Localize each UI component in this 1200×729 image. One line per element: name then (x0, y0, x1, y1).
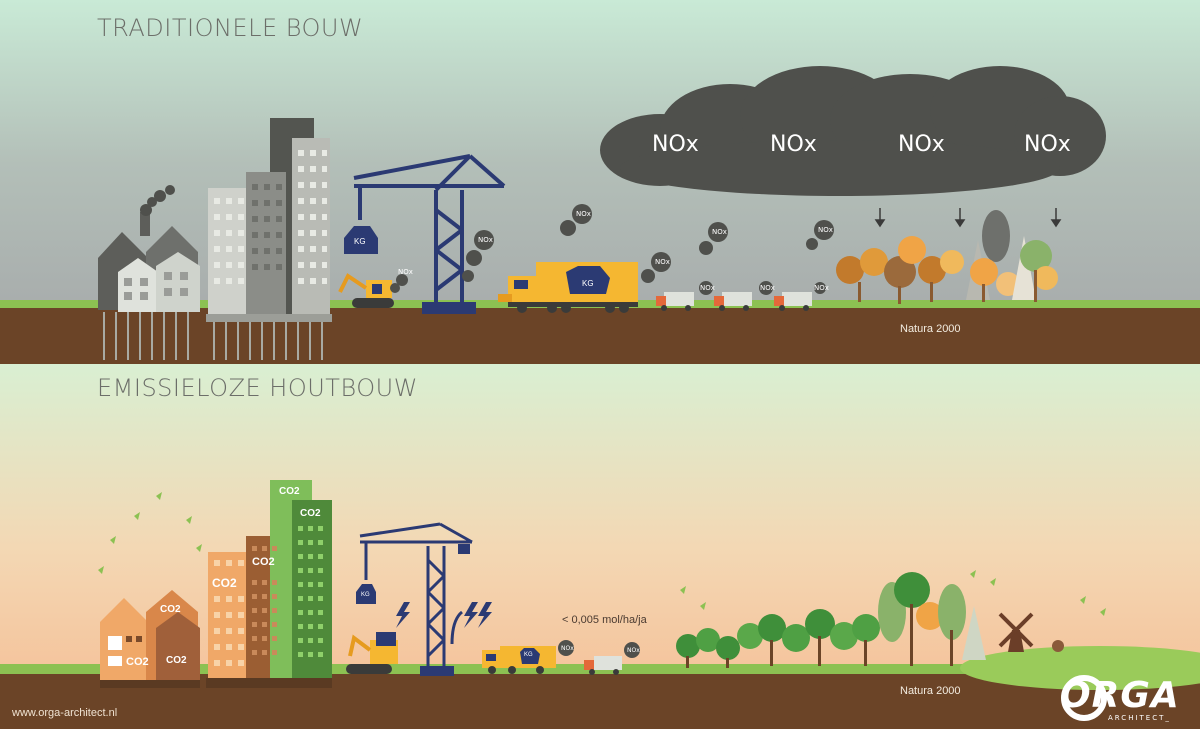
truck-bottom (482, 640, 574, 674)
nox-puff-label: NOx (700, 284, 715, 292)
weight-top (344, 226, 378, 254)
weight-bottom (356, 584, 376, 604)
foundation-piles (103, 312, 323, 360)
lightning-icons (396, 602, 492, 628)
cloud-nox-label: NOx (1024, 132, 1071, 157)
natura-label-bottom: Natura 2000 (900, 685, 961, 697)
crane-bottom-base (420, 666, 454, 676)
nox-puff-label: NOx (398, 268, 413, 276)
forest-top (836, 210, 1058, 304)
orga-logo-mark (1061, 675, 1107, 721)
emission-value-label: < 0,005 mol/ha/ja (562, 614, 647, 626)
co2-label: CO2 (126, 656, 149, 668)
nox-puff-label: NOx (712, 228, 727, 236)
nox-puff-label: NOx (478, 236, 493, 244)
truck-weight-label: KG (524, 652, 533, 658)
small-truck-bottom (584, 642, 640, 675)
website-link[interactable]: www.orga-architect.nl (12, 707, 118, 719)
top-soil (0, 308, 1200, 364)
natura-label-top: Natura 2000 (900, 323, 961, 335)
excavator-top (338, 273, 408, 308)
leaves (98, 492, 1106, 616)
nox-puff-label: NOx (818, 226, 833, 234)
co2-label: CO2 (300, 508, 321, 519)
orga-logo-subtitle: ARCHITECT_ (1108, 714, 1171, 722)
title-traditional: TRADITIONELE BOUW (97, 14, 364, 42)
crane-top (353, 154, 506, 306)
small-trucks-top (656, 281, 826, 311)
nox-puff-label: NOx (760, 284, 775, 292)
truck-top (498, 262, 638, 313)
nox-puff-label: NOx (561, 645, 574, 652)
excavator-bottom (346, 632, 398, 674)
co2-label: CO2 (252, 556, 275, 568)
co2-label: CO2 (160, 604, 181, 615)
co2-label: CO2 (166, 655, 187, 666)
wood-houses (100, 590, 200, 688)
nox-cloud (600, 66, 1106, 196)
nox-puff-label: NOx (655, 258, 670, 266)
crane-top-base (422, 302, 476, 314)
nox-puff-label: NOx (627, 647, 640, 654)
weight-top-label: KG (354, 237, 366, 246)
co2-label: CO2 (279, 486, 300, 497)
cloud-nox-label: NOx (898, 132, 945, 157)
nox-puff-label: NOx (814, 284, 829, 292)
nox-puff-label: NOx (576, 210, 591, 218)
co2-label: CO2 (212, 576, 237, 590)
weight-bottom-label: KG (361, 592, 370, 598)
hill (960, 646, 1200, 690)
orga-logo: ORGA (1060, 675, 1180, 716)
nox-arrows (874, 208, 1062, 228)
cloud-nox-label: NOx (770, 132, 817, 157)
truck-weight-label: KG (582, 279, 594, 288)
windmill-icon (998, 612, 1064, 652)
title-emission-free: EMISSIELOZE HOUTBOUW (97, 374, 418, 402)
forest-bottom (676, 572, 986, 668)
old-houses (98, 185, 200, 312)
wood-towers (206, 480, 332, 688)
cloud-nox-label: NOx (652, 132, 699, 157)
concrete-towers (206, 118, 332, 322)
crane-bottom (359, 522, 473, 668)
